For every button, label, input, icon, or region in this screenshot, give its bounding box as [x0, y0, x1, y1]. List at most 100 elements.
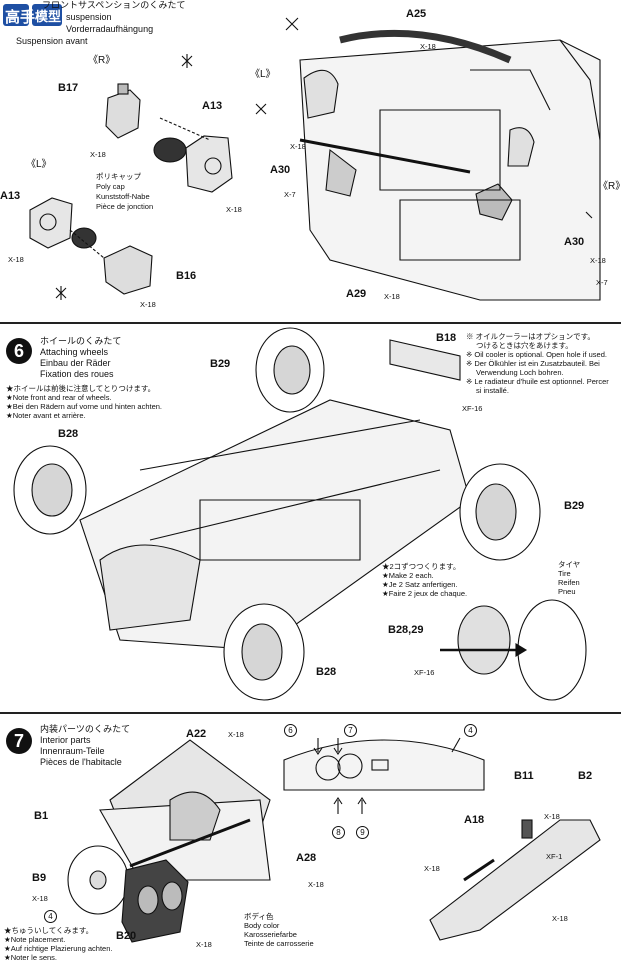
s7-step-number: 7 [6, 728, 32, 754]
s5-screw-x18-8: X-18 [590, 256, 606, 265]
s5-screw-x18-7: X-18 [384, 292, 400, 301]
s6-wheels-drawing [13, 327, 587, 701]
s5-suspension-drawing [29, 17, 601, 301]
divider-5-6 [0, 322, 621, 324]
s7-screw-x18-6: X-18 [544, 812, 560, 821]
s5-part-a30-a: A30 [270, 164, 291, 176]
s6-part-b28-b: B28 [316, 666, 337, 678]
watermark-logo: 高手 模型 [2, 2, 64, 28]
s7-part-a18: A18 [464, 814, 485, 826]
s7-title-en: Interior parts [40, 735, 91, 745]
s6-oil-note-6: ※ Le radiateur d'huile est optionnel. Pe… [466, 377, 609, 386]
s7-body-color-de: Karosseriefarbe [244, 930, 297, 939]
s5-screw-x18-4: X-18 [140, 300, 156, 309]
s5-part-a30-b: A30 [564, 236, 585, 248]
s7-screw-xf1: XF-1 [546, 852, 563, 861]
s5-part-b16: B16 [176, 270, 197, 282]
s6-note-en: ★Note front and rear of wheels. [6, 393, 112, 402]
s7-part-b20: B20 [116, 930, 137, 942]
s7-circle-8: 8 [332, 826, 345, 839]
s7-circle-6: 6 [284, 724, 297, 737]
s6-make2-jp: ★2コずつつくります。 [382, 562, 461, 571]
watermark-text1: 高手 [5, 9, 36, 26]
s7-screw-x18-7: X-18 [552, 914, 568, 923]
s7-note-jp: ★ちゅういしてくみます。 [4, 926, 94, 935]
s7-circle-9: 9 [356, 826, 369, 839]
s6-title-en: Attaching wheels [40, 347, 109, 357]
s5-title-de: Vorderradaufhängung [66, 24, 154, 34]
watermark-graphic [3, 4, 62, 26]
s5-screw-x18-1: X-18 [90, 150, 106, 159]
s6-oil-note-2: つけるときは穴をあけます。 [476, 341, 573, 350]
s6-title-de: Einbau der Räder [40, 358, 111, 368]
s7-title-fr: Pièces de l'habitacle [40, 757, 122, 767]
s7-part-b9: B9 [32, 872, 47, 884]
s6-part-b28-a: B28 [58, 428, 79, 440]
s6-tire-fr: Pneu [558, 587, 576, 596]
s6-oil-note-3: ※ Oil cooler is optional. Open hole if u… [466, 350, 607, 359]
s6-part-b18: B18 [436, 332, 457, 344]
s6-oil-note-7: si installé. [476, 386, 509, 395]
s5-r-mark2: 《R》 [598, 181, 621, 192]
s5-screw-x7-1: X-7 [284, 190, 296, 199]
s5-poly-cap-en: Poly cap [96, 182, 125, 191]
s7-part-a28: A28 [296, 852, 317, 864]
s7-screw-x18-5: X-18 [424, 864, 440, 873]
s5-title-fr: Suspension avant [16, 36, 88, 46]
s7-part-a22: A22 [186, 728, 207, 740]
s6-tire-en: Tire [558, 569, 571, 578]
s7-note-de: ★Auf richtige Plazierung achten. [4, 944, 113, 953]
s5-poly-cap-jp: ポリキャップ [96, 172, 141, 181]
s7-title-jp: 内装パーツのくみたて [40, 724, 131, 734]
s6-part-b29-a: B29 [210, 358, 231, 370]
s6-note-fr: ★Noter avant et arrière. [6, 411, 86, 420]
s6-screw-xf16-b: XF-16 [414, 668, 435, 677]
s7-screw-x18-4: X-18 [308, 880, 324, 889]
s5-title-en: suspension [66, 12, 112, 22]
s6-oil-note-4: ※ Der Ölkühler ist ein Zusatzbauteil. Be… [466, 359, 600, 368]
s5-screw-x18-2: X-18 [226, 205, 242, 214]
s5-part-a13-b: A13 [0, 190, 21, 202]
s5-part-b17: B17 [58, 82, 79, 94]
s6-step-number: 6 [6, 338, 32, 364]
s5-part-a29: A29 [346, 288, 367, 300]
s7-title-de: Innenraum-Teile [40, 746, 105, 756]
s6-make2-fr: ★Faire 2 jeux de chaque. [382, 589, 468, 598]
s7-interior-drawing [67, 737, 601, 943]
s7-circle-4b: 4 [464, 724, 477, 737]
s7-note-fr: ★Noter le sens. [4, 953, 57, 962]
s5-screw-x7-2: X-7 [596, 278, 608, 287]
s5-poly-cap-de: Kunststoff-Nabe [96, 192, 150, 201]
s7-screw-x18-3: X-18 [196, 940, 212, 949]
s6-note-jp: ★ホイールは前後に注意してとりつけます。 [6, 384, 156, 393]
s7-screw-x18-1: X-18 [228, 730, 244, 739]
s5-r-mark: 《R》 [88, 55, 116, 66]
s5-l-mark2: 《L》 [250, 69, 276, 80]
watermark-text2: 模型 [35, 9, 62, 24]
s7-body-color-jp: ボディ色 [244, 912, 274, 921]
s5-poly-cap-fr: Pièce de jonction [96, 202, 154, 211]
s6-title-jp: ホイールのくみたて [40, 336, 122, 346]
s7-screw-x18-2: X-18 [32, 894, 48, 903]
s6-tire-de: Reifen [558, 578, 580, 587]
s7-part-b2: B2 [578, 770, 593, 782]
s7-circle-7: 7 [344, 724, 357, 737]
divider-6-7 [0, 712, 621, 714]
s7-body-color-en: Body color [244, 921, 280, 930]
s5-part-a13-a: A13 [202, 100, 223, 112]
s7-part-b1: B1 [34, 810, 49, 822]
s5-part-a25: A25 [406, 8, 427, 20]
s5-screw-x18-3: X-18 [8, 255, 24, 264]
s5-screw-x18-5: X-18 [420, 42, 436, 51]
s5-l-mark: 《L》 [26, 159, 52, 170]
s6-part-b28-29: B28,29 [388, 624, 424, 636]
s6-part-b29-b: B29 [564, 500, 585, 512]
s7-note-en: ★Note placement. [4, 935, 66, 944]
s5-title-jp: フロントサスペンションのくみたて [42, 0, 186, 10]
s5-screw-x18-6: X-18 [290, 142, 306, 151]
s6-oil-note-5: Verwendung Loch bohren. [476, 368, 564, 377]
s6-tire-jp: タイヤ [558, 560, 581, 569]
s7-part-b11: B11 [514, 770, 534, 782]
s7-circle-4: 4 [44, 910, 57, 923]
s6-make2-de: ★Je 2 Satz anfertigen. [382, 580, 458, 589]
